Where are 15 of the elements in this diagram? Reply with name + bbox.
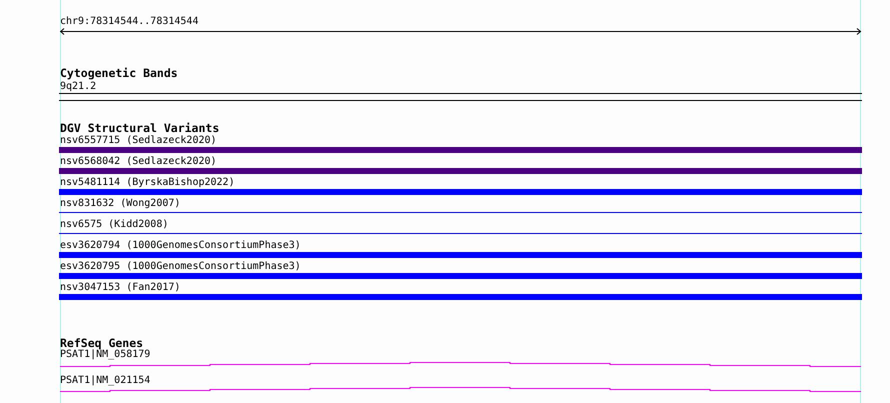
location-label: chr9:78314544..78314544	[60, 16, 198, 28]
variant-label: nsv6568042 (Sedlazeck2020)	[60, 156, 217, 168]
track-title: RefSeq Genes	[60, 336, 144, 350]
variant-label: nsv5481114 (ByrskaBishop2022)	[60, 176, 235, 188]
variant-label: nsv6557715 (Sedlazeck2020)	[60, 134, 217, 146]
track-title: Cytogenetic Bands	[60, 66, 178, 80]
variant-label: nsv6575 (Kidd2008)	[60, 218, 168, 230]
track-title: DGV Structural Variants	[60, 122, 220, 134]
variant-label: nsv3047153 (Fan2017)	[60, 282, 180, 294]
transcript-label: PSAT1|NM_021154	[60, 374, 150, 386]
cytoband-label: 9q21.2	[60, 80, 96, 92]
variant-label: esv3620794 (1000GenomesConsortiumPhase3)	[60, 240, 301, 252]
variant-label: nsv831632 (Wong2007)	[60, 198, 180, 210]
variant-label: esv3620795 (1000GenomesConsortiumPhase3)	[60, 260, 301, 272]
transcript-label: PSAT1|NM_058179	[60, 348, 150, 360]
